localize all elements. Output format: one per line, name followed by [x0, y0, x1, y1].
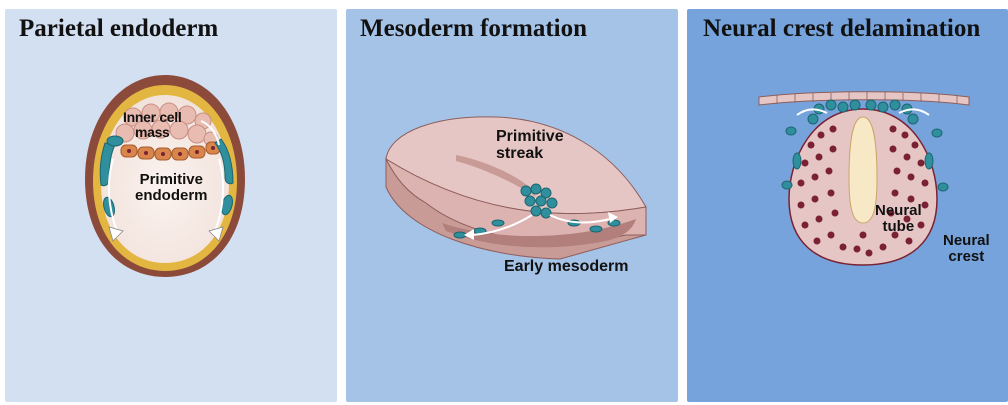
label-neural-tube: Neural tube	[875, 203, 922, 235]
label-line: crest	[943, 249, 990, 265]
panel-neural-crest-delamination: Neural crest delamination	[687, 9, 1008, 402]
panel-mesoderm-formation: Mesoderm formation Primitiv	[346, 9, 678, 402]
embryo-cross-section-icon	[5, 9, 337, 402]
label-line: endoderm	[135, 188, 208, 204]
label-line: streak	[496, 146, 564, 163]
label-line: Inner cell	[123, 110, 181, 125]
label-primitive-streak: Primitive streak	[496, 129, 564, 163]
label-line: Neural	[943, 233, 990, 249]
label-line: mass	[123, 125, 181, 140]
panel-parietal-endoderm: Parietal endoderm	[5, 9, 337, 402]
label-line: Primitive	[135, 172, 208, 188]
neural-tube-icon	[687, 9, 1008, 402]
label-primitive-endoderm: Primitive endoderm	[135, 172, 208, 204]
label-neural-crest: Neural crest	[943, 233, 990, 265]
label-early-mesoderm: Early mesoderm	[504, 259, 629, 276]
label-line: Primitive	[496, 129, 564, 146]
label-line: Neural	[875, 203, 922, 219]
label-inner-cell-mass: Inner cell mass	[123, 110, 181, 139]
label-line: Early mesoderm	[504, 259, 629, 276]
embryo-disc-icon	[346, 9, 678, 402]
label-line: tube	[875, 219, 922, 235]
